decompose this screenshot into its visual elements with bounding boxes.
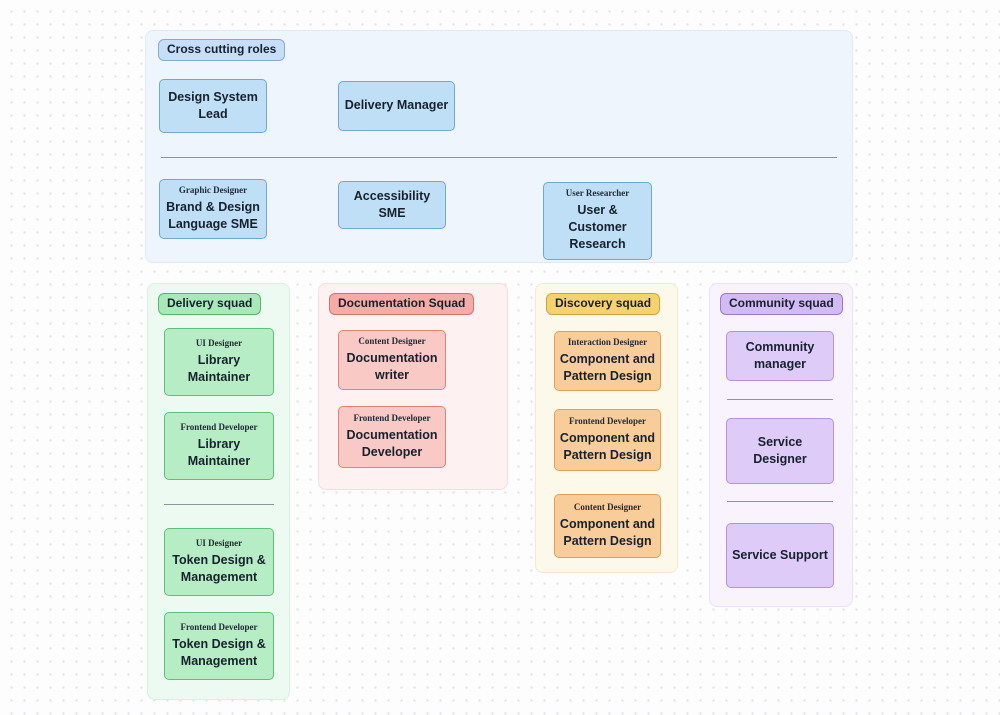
card-title: Service Designer — [753, 434, 807, 466]
card-documentation-writer[interactable]: Content Designer Documentation writer — [338, 330, 446, 391]
card-title: Documentation Developer — [346, 427, 438, 459]
card-component-pattern-frontend[interactable]: Frontend Developer Component and Pattern… — [554, 409, 661, 471]
card-role-label: Frontend Developer — [353, 412, 431, 423]
card-title: Service Support — [732, 547, 828, 562]
section-label-discovery-squad[interactable]: Discovery squad — [546, 293, 661, 315]
card-role-label: Graphic Designer — [178, 185, 248, 195]
card-role-label: UI Designer — [195, 337, 243, 348]
card-library-maintainer-fe[interactable]: Frontend Developer Library Maintainer — [164, 412, 274, 480]
section-label-documentation-squad[interactable]: Documentation Squad — [329, 293, 475, 315]
card-title: Documentation writer — [346, 350, 438, 383]
card-brand-design-language-sme[interactable]: Graphic Designer Brand & Design Language… — [159, 179, 267, 240]
card-design-system-lead[interactable]: Design System Lead — [159, 79, 267, 133]
card-role-label: Frontend Developer — [180, 621, 258, 632]
card-title: Design System Lead — [168, 89, 258, 121]
card-component-pattern-interaction[interactable]: Interaction Designer Component and Patte… — [554, 331, 661, 392]
card-title: Library Maintainer — [187, 436, 251, 468]
card-role-label: User Researcher — [565, 188, 630, 198]
card-token-design-fe[interactable]: Frontend Developer Token Design & Manage… — [164, 612, 274, 680]
card-delivery-manager[interactable]: Delivery Manager — [338, 81, 455, 131]
section-delivery-squad[interactable]: Delivery squad UI Designer Library Maint… — [147, 283, 290, 700]
card-role-label: Frontend Developer — [180, 421, 258, 432]
card-title: Component and Pattern Design — [559, 430, 656, 462]
card-role-label: Content Designer — [358, 336, 426, 346]
card-title: Community manager — [745, 339, 815, 371]
section-community-squad[interactable]: Community squad Community manager Servic… — [709, 283, 853, 607]
section-documentation-squad[interactable]: Documentation Squad Content Designer Doc… — [318, 283, 508, 490]
section-cross-cutting-roles[interactable]: Cross cutting roles Design System Lead D… — [145, 30, 853, 263]
card-title: Delivery Manager — [344, 98, 449, 113]
card-token-design-ui[interactable]: UI Designer Token Design & Management — [164, 528, 274, 596]
section-discovery-squad[interactable]: Discovery squad Interaction Designer Com… — [535, 283, 678, 573]
section-label-cross-cutting-roles[interactable]: Cross cutting roles — [158, 39, 286, 61]
card-role-label: Interaction Designer — [567, 337, 648, 347]
card-role-label: Frontend Developer — [568, 415, 647, 426]
card-service-support[interactable]: Service Support — [726, 523, 834, 588]
card-title: Component and Pattern Design — [559, 516, 656, 548]
card-service-designer[interactable]: Service Designer — [726, 418, 834, 484]
card-community-manager[interactable]: Community manager — [726, 331, 834, 381]
divider-line[interactable] — [161, 157, 837, 158]
card-accessibility-sme[interactable]: Accessibility SME — [338, 181, 446, 229]
card-title: Brand & Design Language SME — [166, 199, 260, 232]
card-title: User & Customer Research — [568, 202, 627, 252]
card-title: Library Maintainer — [187, 352, 251, 384]
divider-line[interactable] — [727, 399, 833, 400]
card-documentation-developer[interactable]: Frontend Developer Documentation Develop… — [338, 406, 446, 468]
card-title: Token Design & Management — [172, 552, 266, 584]
card-user-customer-research[interactable]: User Researcher User & Customer Research — [543, 182, 652, 260]
card-library-maintainer-ui[interactable]: UI Designer Library Maintainer — [164, 328, 274, 396]
divider-line[interactable] — [727, 501, 833, 502]
card-title: Component and Pattern Design — [559, 351, 656, 384]
section-label-delivery-squad[interactable]: Delivery squad — [158, 293, 262, 315]
card-role-label: UI Designer — [195, 537, 243, 548]
card-title: Token Design & Management — [172, 636, 266, 668]
divider-line[interactable] — [164, 504, 274, 505]
card-component-pattern-content[interactable]: Content Designer Component and Pattern D… — [554, 494, 661, 558]
section-label-community-squad[interactable]: Community squad — [720, 293, 843, 315]
card-title: Accessibility SME — [353, 188, 431, 220]
card-role-label: Content Designer — [573, 501, 642, 512]
